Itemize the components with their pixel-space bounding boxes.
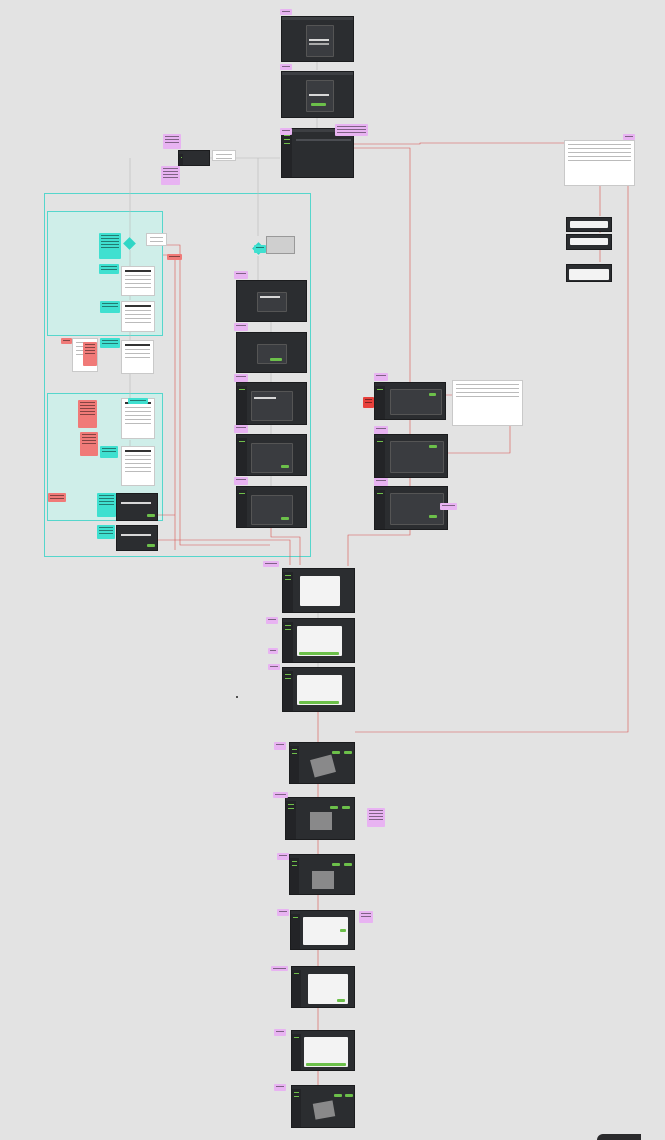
sticky-note bbox=[363, 397, 374, 408]
upper-screen-1[interactable] bbox=[121, 266, 155, 296]
sticky-note bbox=[78, 400, 97, 428]
sticky-note bbox=[61, 338, 72, 344]
sticky-note bbox=[234, 425, 248, 433]
connector bbox=[158, 514, 291, 565]
upload-screen-2[interactable] bbox=[282, 618, 355, 663]
sticky-note bbox=[99, 233, 121, 259]
sticky-note bbox=[100, 338, 120, 348]
sticky-note bbox=[374, 373, 388, 381]
viewer-screen-1[interactable] bbox=[289, 742, 355, 784]
grey-card bbox=[266, 236, 295, 254]
stray-dot bbox=[236, 696, 238, 698]
lower-dark-screen-1[interactable] bbox=[116, 493, 158, 521]
connector bbox=[163, 254, 176, 550]
sticky-note bbox=[359, 911, 373, 923]
group-outer bbox=[44, 193, 311, 557]
sticky-note bbox=[277, 909, 289, 916]
sticky-note bbox=[374, 478, 388, 486]
form-screen-5[interactable] bbox=[236, 486, 307, 528]
sticky-note bbox=[268, 664, 280, 670]
sticky-note bbox=[271, 966, 288, 971]
upper-screen-2[interactable] bbox=[121, 301, 155, 332]
form-screen-2[interactable] bbox=[236, 332, 307, 373]
sticky-note bbox=[280, 64, 292, 70]
sticky-note bbox=[277, 853, 289, 860]
sticky-note bbox=[263, 561, 279, 567]
mid-screen-3[interactable] bbox=[374, 486, 448, 530]
connector bbox=[353, 147, 411, 382]
viewer-screen-3[interactable] bbox=[289, 854, 355, 895]
connector bbox=[163, 244, 270, 546]
error-screen-2 bbox=[566, 234, 612, 250]
connector bbox=[347, 530, 411, 566]
connector bbox=[446, 394, 511, 454]
sticky-note bbox=[100, 446, 118, 458]
sticky-note bbox=[280, 128, 292, 135]
lower-screen-1[interactable] bbox=[121, 398, 155, 439]
sticky-note bbox=[335, 124, 368, 136]
file-dialog-2[interactable] bbox=[564, 140, 635, 186]
chat-bubble-icon[interactable] bbox=[597, 1134, 641, 1140]
sticky-note bbox=[100, 301, 120, 313]
upload-screen-3[interactable] bbox=[282, 667, 355, 712]
sticky-note bbox=[48, 493, 66, 502]
sticky-note bbox=[274, 1029, 286, 1036]
dashboard-screen[interactable] bbox=[281, 128, 354, 178]
sticky-note bbox=[161, 166, 180, 185]
form-screen-3[interactable] bbox=[236, 382, 307, 425]
sticky-note bbox=[280, 9, 292, 15]
upload-screen-1[interactable] bbox=[282, 568, 355, 613]
file-dialog-1[interactable] bbox=[452, 380, 523, 426]
sticky-note bbox=[234, 374, 248, 382]
sticky-note bbox=[266, 617, 278, 624]
sticky-note bbox=[167, 254, 182, 260]
decision-card bbox=[146, 233, 167, 246]
viewer-screen-5[interactable] bbox=[291, 966, 355, 1008]
login-screen-1[interactable] bbox=[281, 16, 354, 62]
mid-screen-2[interactable] bbox=[374, 434, 448, 478]
connector bbox=[270, 528, 301, 565]
form-screen-1[interactable] bbox=[236, 280, 307, 322]
side-screen[interactable] bbox=[178, 150, 210, 166]
sticky-note bbox=[128, 398, 148, 404]
sticky-note bbox=[374, 426, 388, 434]
sticky-note bbox=[83, 342, 97, 366]
form-screen-4[interactable] bbox=[236, 434, 307, 476]
sticky-note bbox=[163, 134, 181, 149]
viewer-screen-6[interactable] bbox=[291, 1030, 355, 1071]
sticky-note bbox=[99, 264, 119, 274]
sticky-note bbox=[234, 477, 248, 485]
mid-screen-1[interactable] bbox=[374, 382, 446, 420]
sticky-note bbox=[234, 323, 248, 331]
sticky-note bbox=[254, 245, 266, 253]
login-screen-2[interactable] bbox=[281, 71, 354, 118]
side-note-card bbox=[212, 150, 236, 161]
connector bbox=[353, 142, 565, 145]
lower-dark-screen-2[interactable] bbox=[116, 525, 158, 551]
sticky-note bbox=[440, 503, 457, 510]
error-screen-3 bbox=[566, 264, 612, 282]
sticky-note bbox=[274, 1084, 286, 1091]
sticky-note bbox=[97, 525, 115, 539]
sticky-note bbox=[367, 808, 385, 827]
viewer-screen-2[interactable] bbox=[285, 797, 355, 840]
sticky-note bbox=[234, 271, 248, 279]
sticky-note bbox=[268, 648, 278, 654]
sticky-note bbox=[80, 432, 98, 456]
connector bbox=[355, 150, 629, 733]
sticky-note bbox=[623, 134, 635, 140]
sticky-note bbox=[274, 742, 286, 750]
viewer-screen-7[interactable] bbox=[291, 1085, 355, 1128]
error-screen-1 bbox=[566, 217, 612, 232]
sticky-note bbox=[273, 792, 288, 798]
lower-screen-2[interactable] bbox=[121, 446, 155, 486]
viewer-screen-4[interactable] bbox=[290, 910, 355, 950]
sticky-note bbox=[97, 493, 116, 517]
middle-screen[interactable] bbox=[121, 340, 154, 374]
